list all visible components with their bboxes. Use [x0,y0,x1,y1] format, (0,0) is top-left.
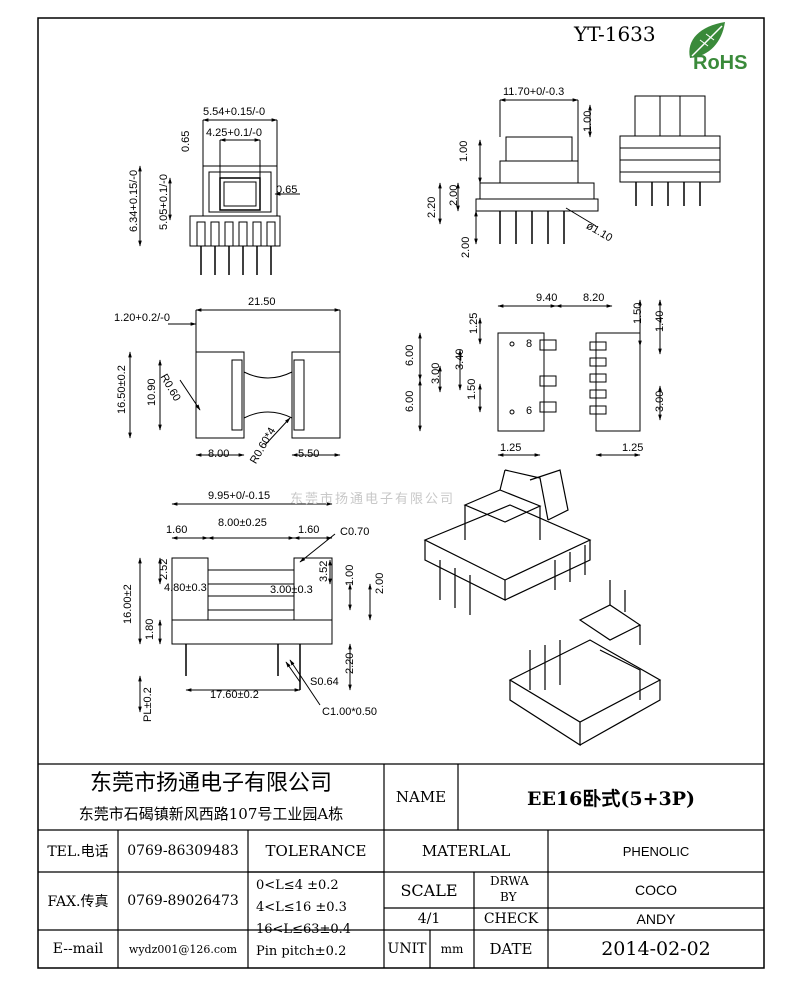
dim-label: 4.25+0.1/-0 [206,127,262,139]
unit-label: UNIT [387,941,427,957]
title-block-grid [38,763,764,968]
dim-label: 1.25 [468,312,480,334]
dim-label: 3.00 [654,390,666,412]
by-label: BY [500,890,517,904]
dim-label: 1.00 [582,110,594,132]
company-address: 东莞市石碣镇新风西路107号工业园A栋 [78,804,344,823]
pin-number: 8 [526,338,533,350]
dim-label: C1.00*0.50 [322,706,378,718]
dim-label: 3.52 [318,560,330,582]
dim-label: 11.70+0/-0.3 [503,86,565,98]
dim-label: C0.70 [340,526,370,538]
isometric-view-top [423,469,592,615]
dim-label: PL±0.2 [142,687,154,722]
dim-label: 2.00 [460,236,472,258]
dim-label: 10.90 [146,378,158,406]
dim-label: 1.25 [500,442,522,454]
dim-label: 8.20 [583,292,605,304]
rohs-label: RoHS [693,52,748,74]
dim-label: 1.25 [622,442,644,454]
tolerance-label: TOLERANCE [265,842,367,860]
dim-label: 1.60 [166,524,188,536]
scale-label: SCALE [400,880,458,900]
dim-label: 2.20 [344,652,356,674]
dim-label: 1.50 [632,302,644,324]
view-top-right [438,98,599,245]
dim-label: 1.80 [144,618,156,640]
watermark-text: 东莞市扬通电子有限公司 [290,492,456,507]
view-top-left [138,118,300,275]
dim-label: 5.05+0.1/-0 [158,174,170,230]
dim-label: 1.60 [298,524,320,536]
material-label: MATERLAL [421,842,511,860]
dim-label: 2.00 [448,184,460,206]
view-middle-right [418,299,662,457]
tel-value: 0769-86309483 [127,843,239,859]
check-label: CHECK [483,911,539,927]
tolerance-row: 0<L≤4 ±0.2 [256,878,339,893]
dim-label: 21.50 [248,296,276,308]
dim-label: 8.00±0.25 [218,517,267,529]
dim-label: 8.00 [208,448,230,460]
dim-label: 9.40 [536,292,558,304]
tolerance-row: 16<L≤63±0.4 [256,922,352,937]
company-name: 东莞市扬通电子有限公司 [89,771,332,796]
tolerance-row: Pin pitch±0.2 [256,944,347,959]
dim-label: 4.80±0.3 [164,582,207,594]
dim-label: 0.65 [276,184,298,196]
dim-label: 6.00 [404,344,416,366]
drwa-label: DRWA [490,874,529,888]
dim-label: 1.20+0.2/-0 [114,312,170,324]
dim-label: 2.20 [426,196,438,218]
scale-value: 4/1 [417,911,441,927]
dim-label: 2.00 [374,572,386,594]
email-label: E--mail [52,941,104,957]
fax-value: 0769-89026473 [127,893,239,909]
material-value: PHENOLIC [622,843,690,859]
dim-label: 5.54+0.15/-0 [203,106,266,118]
part-number: YT-1633 [574,22,656,46]
checked-by: ANDY [636,911,676,927]
date-label: DATE [489,940,533,958]
dim-label: 3.00 [430,362,442,384]
rohs-leaf-icon [689,22,725,58]
dim-label: 1.00 [344,564,356,586]
unit-value: mm [440,942,464,956]
fax-label: FAX.传真 [47,894,109,910]
view-bottom-left [138,502,372,713]
dim-label: 6.34+0.15/-0 [128,169,140,232]
sheet-frame [37,17,765,969]
part-name: EE16卧式(5+3P) [526,787,696,810]
dim-label: 3.00±0.3 [270,584,313,596]
dim-label: 5.50 [298,448,320,460]
dim-label: 1.00 [458,140,470,162]
dim-label: 1.50 [466,378,478,400]
dim-label: 1.40 [654,310,666,332]
dim-label: 6.00 [404,390,416,412]
view-middle-left [128,308,341,457]
drawn-by: COCO [635,882,677,898]
dim-label: 0.65 [180,130,192,152]
dim-label: 2.52 [158,558,170,580]
dim-label: S0.64 [310,676,339,688]
isometric-view-bottom [508,580,662,747]
date-value: 2014-02-02 [601,938,711,960]
dim-label: 16.50±0.2 [116,365,128,414]
dim-label: 17.60±0.2 [210,689,259,701]
dim-label: 3.40 [454,348,466,370]
pin-number: 6 [526,405,533,417]
email-value: wydz001@126.com [128,942,238,956]
dim-label: 16.00±2 [122,584,134,624]
tolerance-row: 4<L≤16 ±0.3 [256,900,347,915]
name-label: NAME [395,788,447,806]
dim-label: 9.95+0/-0.15 [208,490,271,502]
tel-label: TEL.电话 [47,844,109,860]
view-top-far-right [619,95,721,206]
